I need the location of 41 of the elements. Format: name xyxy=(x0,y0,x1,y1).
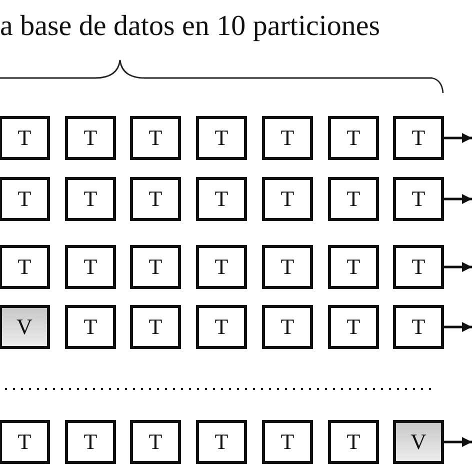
partition-box: V xyxy=(0,305,50,349)
partition-box: T xyxy=(130,420,181,464)
partition-box: T xyxy=(130,305,181,349)
partition-box: T xyxy=(328,420,379,464)
partition-box: T xyxy=(393,116,444,160)
partition-box: T xyxy=(328,305,379,349)
arrow xyxy=(444,133,472,143)
arrow xyxy=(444,437,472,447)
partition-box: T xyxy=(130,116,181,160)
partition-box: T xyxy=(196,245,247,289)
partition-box: T xyxy=(196,116,247,160)
partition-box: T xyxy=(65,116,116,160)
partition-box: T xyxy=(130,177,181,221)
arrow xyxy=(444,262,472,272)
arrow xyxy=(444,194,472,204)
partition-box: T xyxy=(196,305,247,349)
partition-box: T xyxy=(196,420,247,464)
partition-box: T xyxy=(65,245,116,289)
partition-box: V xyxy=(393,420,444,464)
partition-box: T xyxy=(0,116,50,160)
partition-box: T xyxy=(0,420,50,464)
partition-box: T xyxy=(328,177,379,221)
arrow xyxy=(444,322,472,332)
partition-box: T xyxy=(65,305,116,349)
partition-box: T xyxy=(262,420,313,464)
partition-box: T xyxy=(65,420,116,464)
partition-box: T xyxy=(0,245,50,289)
partition-box: T xyxy=(262,245,313,289)
partition-box: T xyxy=(130,245,181,289)
partition-box: T xyxy=(262,305,313,349)
partition-box: T xyxy=(196,177,247,221)
partition-box: T xyxy=(328,245,379,289)
partition-box: T xyxy=(393,305,444,349)
title: a base de datos en 10 particiones xyxy=(0,12,380,41)
partition-box: T xyxy=(393,177,444,221)
partition-box: T xyxy=(393,245,444,289)
partition-box: T xyxy=(262,177,313,221)
partition-box: T xyxy=(328,116,379,160)
partition-box: T xyxy=(262,116,313,160)
partition-box: T xyxy=(65,177,116,221)
partition-box: T xyxy=(0,177,50,221)
